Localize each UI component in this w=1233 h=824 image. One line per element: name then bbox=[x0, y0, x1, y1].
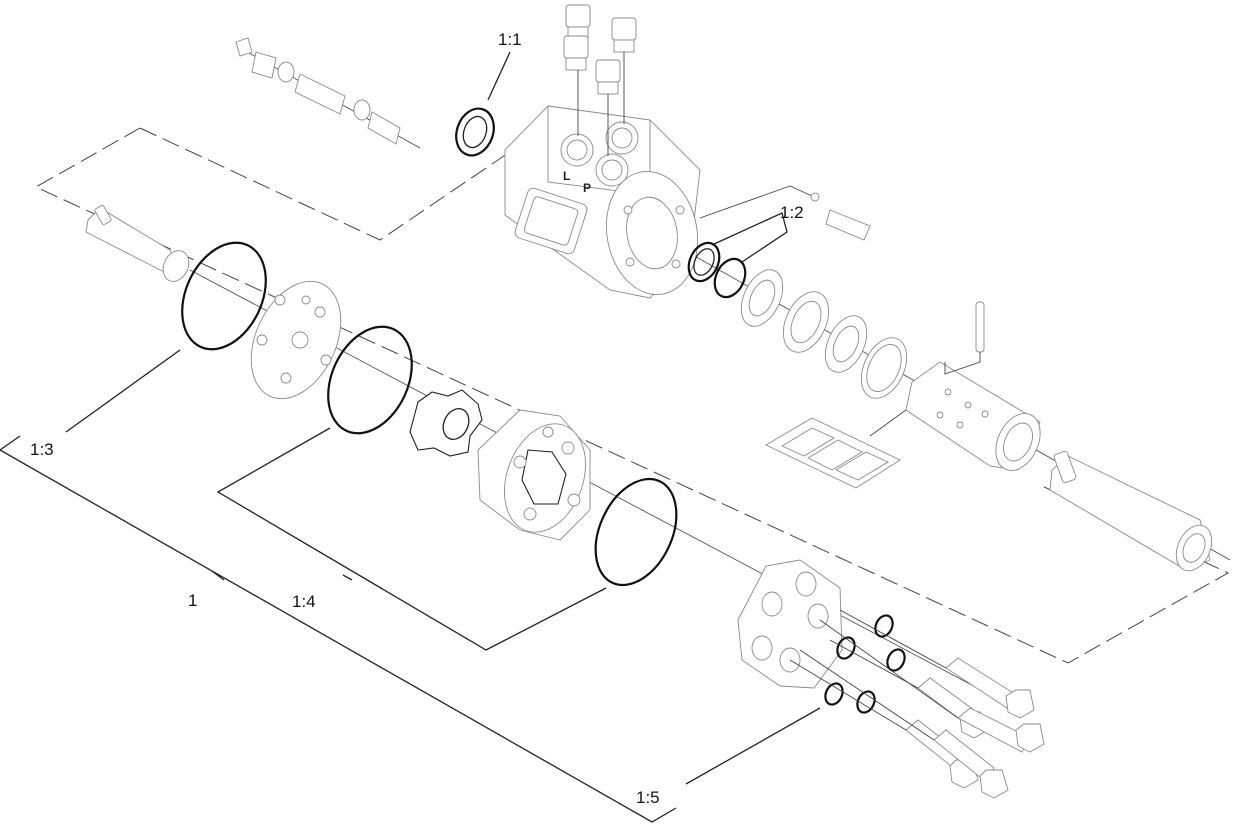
callout-1-3: 1:3 bbox=[30, 440, 54, 459]
cap-bolts bbox=[789, 609, 1045, 799]
part-oring-1-3 bbox=[181, 241, 267, 351]
drive-shaft bbox=[85, 204, 190, 282]
part-seal-1-1 bbox=[455, 107, 495, 157]
leader-1-2 bbox=[711, 212, 788, 263]
part-oring-1-4b bbox=[594, 477, 678, 587]
leader-1-5 bbox=[685, 707, 821, 785]
centering-springs bbox=[765, 409, 907, 489]
assembly-boundary-upper bbox=[139, 127, 521, 241]
bearing-washers bbox=[740, 269, 908, 399]
bracket-1-tick bbox=[211, 570, 225, 581]
part-seals-1-2 bbox=[687, 241, 747, 299]
relief-valve-parts bbox=[235, 37, 401, 145]
bracket-1 bbox=[0, 435, 677, 823]
leader-1-3 bbox=[65, 349, 181, 433]
leader-1-1 bbox=[487, 51, 511, 101]
port-fittings bbox=[563, 4, 637, 156]
callout-1-4: 1:4 bbox=[292, 592, 316, 611]
callout-1-1: 1:1 bbox=[498, 30, 522, 49]
callout-1: 1 bbox=[188, 591, 197, 610]
part-seals-1-5 bbox=[824, 614, 906, 714]
valve-spool bbox=[1049, 450, 1213, 572]
port-label-pressure: P bbox=[583, 181, 591, 195]
port-label-left: L bbox=[563, 169, 570, 183]
valve-housing: L P bbox=[504, 105, 701, 299]
check-pin bbox=[699, 185, 871, 241]
leader-1-4 bbox=[216, 427, 607, 651]
gerotor-ring bbox=[477, 409, 591, 541]
leader-1-4-tick bbox=[342, 574, 353, 581]
callout-1-2: 1:2 bbox=[780, 203, 804, 222]
gerotor-star bbox=[409, 389, 483, 457]
valve-sleeve bbox=[905, 301, 1041, 471]
wear-plate bbox=[250, 280, 342, 400]
callout-1-5: 1:5 bbox=[636, 788, 660, 807]
part-oring-1-4 bbox=[327, 325, 413, 435]
